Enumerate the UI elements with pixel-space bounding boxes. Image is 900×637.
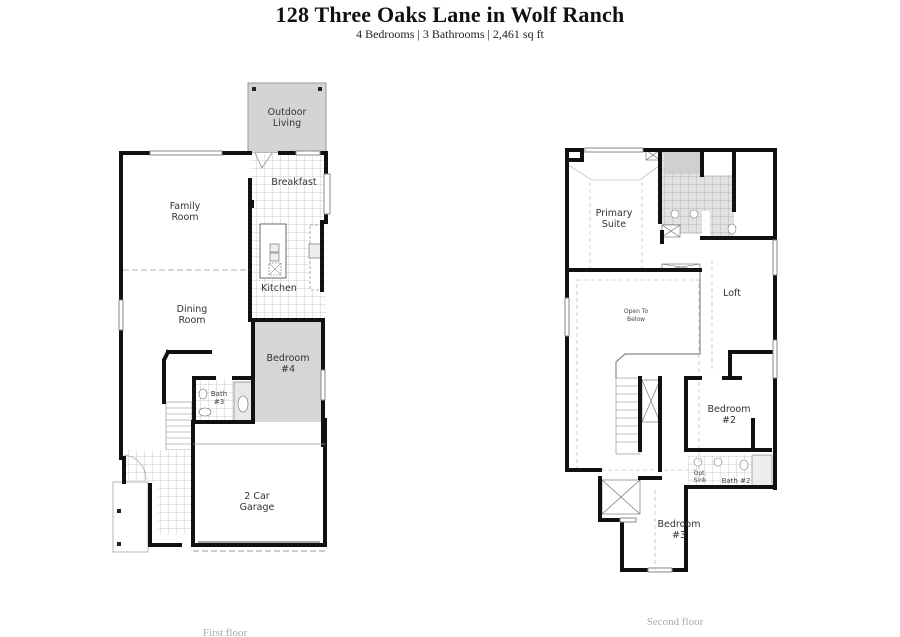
second-floor-caption: Second floor bbox=[647, 616, 704, 628]
first-floor-plan bbox=[112, 82, 331, 553]
second-floor-walls bbox=[565, 148, 777, 572]
bath2-label: Bath #2 bbox=[722, 477, 751, 485]
outdoor-living-area bbox=[247, 82, 327, 154]
opt-sink-label: Opt.Sink bbox=[694, 470, 707, 484]
breakfast-label: Breakfast bbox=[271, 177, 316, 188]
listing-title: 128 Three Oaks Lane in Wolf Ranch bbox=[275, 2, 625, 27]
kitchen-label: Kitchen bbox=[261, 283, 297, 294]
bath3-label: Bath#3 bbox=[211, 390, 227, 406]
listing-subtitle: 4 Bedrooms | 3 Bathrooms | 2,461 sq ft bbox=[356, 27, 544, 41]
bedroom2-label: Bedroom#2 bbox=[708, 404, 751, 426]
second-floor-plan bbox=[564, 147, 778, 573]
loft-label: Loft bbox=[723, 288, 741, 299]
bedroom4-label: Bedroom#4 bbox=[267, 353, 310, 375]
first-floor-caption: First floor bbox=[203, 627, 248, 637]
bedroom4-area bbox=[253, 320, 323, 422]
bedroom3-label: Bedroom#3 bbox=[658, 519, 701, 541]
